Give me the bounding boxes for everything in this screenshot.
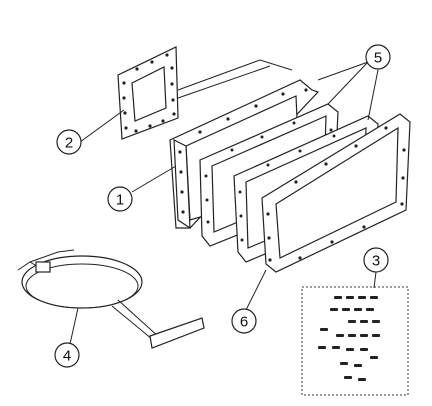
- callout-3: 3: [363, 247, 389, 273]
- part-3-screw-kit: [301, 286, 409, 396]
- callout-4: 4: [54, 342, 80, 368]
- part-6-face-plate: [261, 113, 411, 273]
- callout-5: 5: [365, 44, 391, 70]
- callout-4-label: 4: [63, 348, 71, 365]
- callout-1: 1: [107, 186, 133, 212]
- part-2-small-gasket: [117, 46, 179, 140]
- callout-6: 6: [231, 308, 257, 334]
- callout-5-label: 5: [374, 50, 382, 67]
- callout-3-label: 3: [372, 253, 380, 270]
- part-4-mounting-ring: [17, 249, 205, 349]
- callout-2: 2: [56, 129, 82, 155]
- callout-1-label: 1: [116, 192, 124, 209]
- callout-2-label: 2: [65, 135, 73, 152]
- leader-lines: [69, 61, 379, 345]
- callout-6-label: 6: [240, 314, 248, 331]
